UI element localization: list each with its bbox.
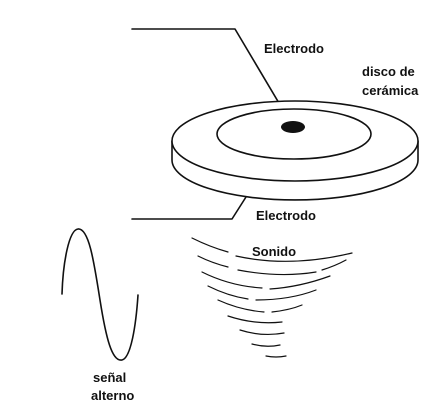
sound-wave-arc bbox=[197, 255, 229, 268]
alternating-signal-wave bbox=[61, 228, 139, 361]
electrode-plate-top bbox=[216, 108, 372, 160]
electrode-top-wire bbox=[131, 28, 293, 126]
label-ceramic-disc-line1: disco de bbox=[362, 64, 415, 79]
label-signal-line2: alterno bbox=[91, 388, 134, 403]
sound-waves bbox=[191, 237, 353, 358]
sound-wave-arc bbox=[321, 259, 347, 271]
sound-wave-arc bbox=[201, 271, 263, 289]
sound-wave-arc bbox=[255, 289, 317, 301]
sound-wave-arc bbox=[237, 269, 317, 276]
label-signal-line1: señal bbox=[93, 370, 126, 385]
sound-wave-arc bbox=[265, 355, 287, 358]
ceramic-disc-top-face bbox=[171, 100, 419, 182]
sound-wave-arc bbox=[269, 275, 331, 290]
sound-wave-arc bbox=[207, 285, 249, 300]
sound-wave-arc bbox=[251, 343, 281, 347]
electrode-contact-dot bbox=[281, 121, 305, 133]
sound-wave-arc bbox=[217, 299, 265, 313]
label-electrode-bottom: Electrodo bbox=[256, 208, 316, 223]
label-sound: Sonido bbox=[252, 244, 296, 259]
label-electrode-top: Electrodo bbox=[264, 41, 324, 56]
sound-wave-arc bbox=[239, 329, 285, 336]
ceramic-disc bbox=[171, 100, 419, 201]
sound-wave-arc bbox=[227, 315, 283, 324]
sound-wave-arc bbox=[191, 237, 229, 253]
ceramic-disc-rim bbox=[171, 140, 419, 201]
electrode-bottom-wire bbox=[131, 196, 247, 220]
sound-wave-arc bbox=[271, 304, 303, 313]
label-ceramic-disc-line2: cerámica bbox=[362, 83, 419, 98]
sound-wave-arc bbox=[235, 252, 353, 262]
